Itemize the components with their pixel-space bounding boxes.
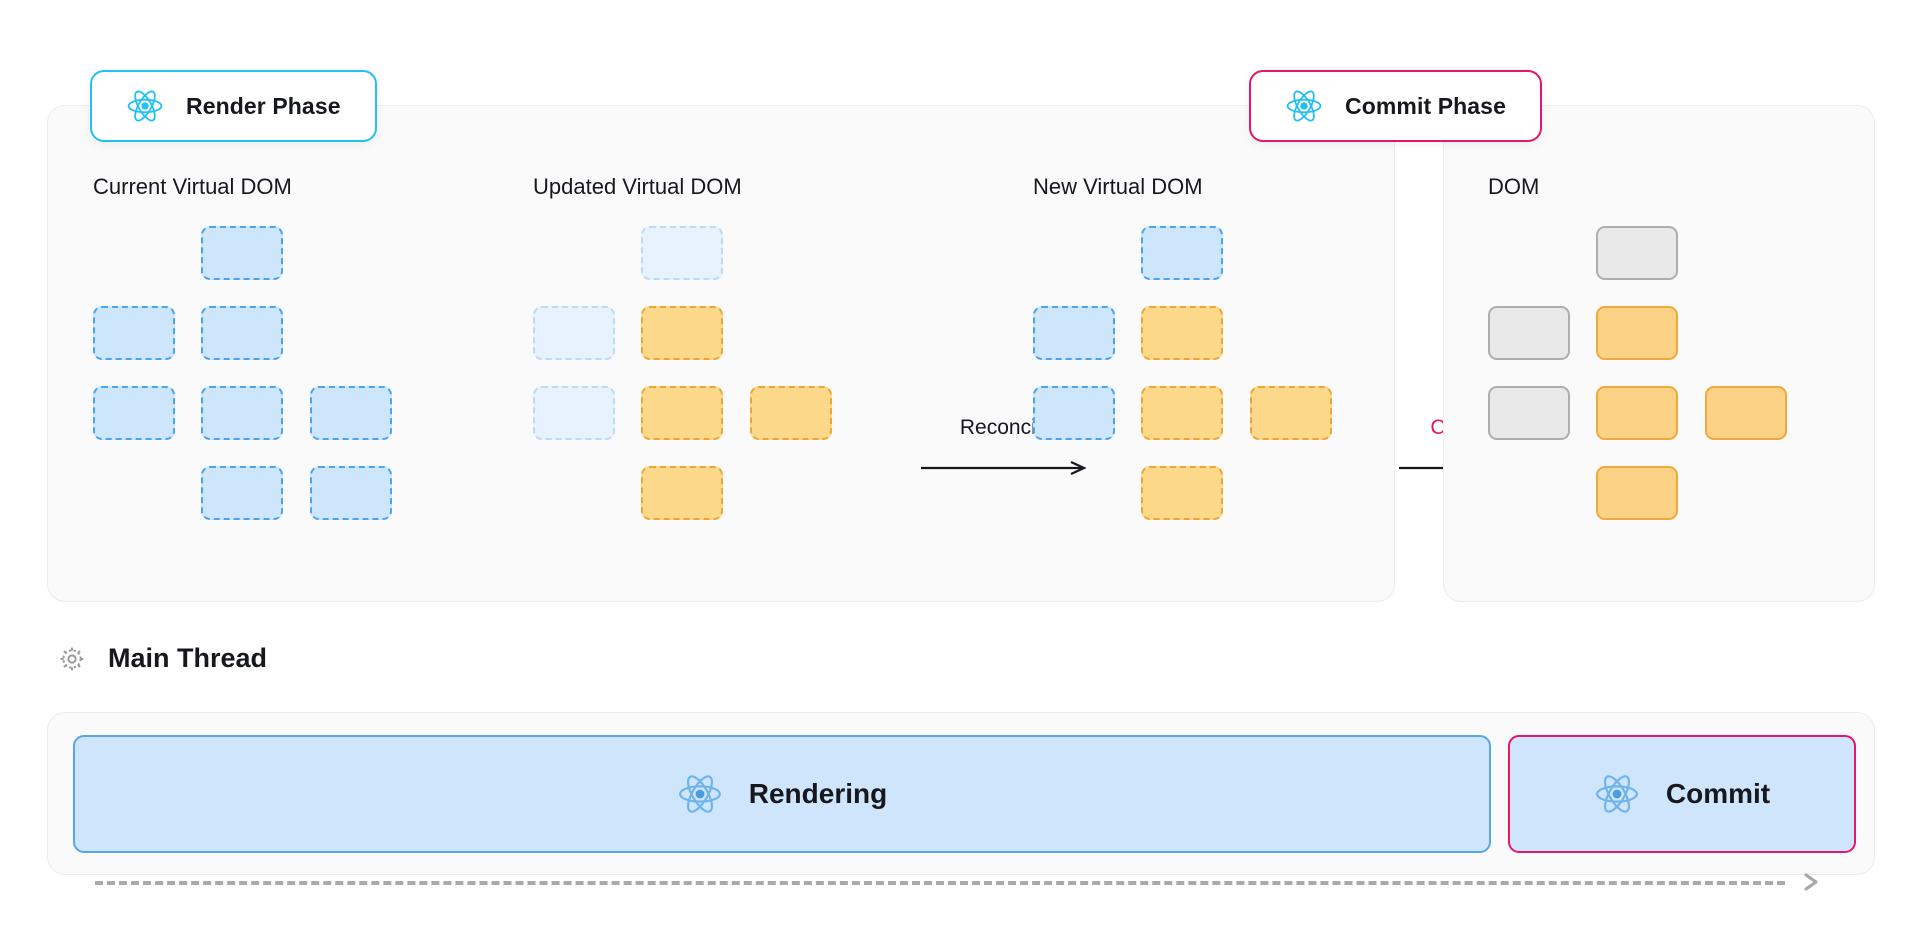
column-title-updated: Updated Virtual DOM xyxy=(533,174,742,199)
timeline-bar-commit[interactable]: Commit xyxy=(1508,735,1856,853)
tree-node xyxy=(1033,386,1115,440)
tree-node xyxy=(201,466,283,520)
column-updated-virtual-dom: Updated Virtual DOM xyxy=(533,106,863,601)
dom-node xyxy=(1488,306,1570,360)
arrow-right-icon xyxy=(921,461,1087,475)
column-title-new: New Virtual DOM xyxy=(1033,174,1203,199)
dom-node xyxy=(1488,386,1570,440)
column-current-virtual-dom: Current Virtual DOM xyxy=(93,106,423,601)
tree-node-updated xyxy=(641,306,723,360)
tree-node-updated xyxy=(1250,386,1332,440)
tree-node xyxy=(93,306,175,360)
commit-phase-badge[interactable]: Commit Phase xyxy=(1249,70,1542,142)
render-phase-label: Render Phase xyxy=(186,92,341,119)
column-title-current: Current Virtual DOM xyxy=(93,174,292,199)
tree-node xyxy=(1141,226,1223,280)
dom-node-updated xyxy=(1705,386,1787,440)
tree-node-updated xyxy=(750,386,832,440)
tree-node-updated xyxy=(641,466,723,520)
commit-phase-label: Commit Phase xyxy=(1345,92,1506,119)
reconcile-arrow-label: Reconcile xyxy=(959,416,1053,439)
timeline-dashed-line xyxy=(95,881,1785,885)
dom-node-updated xyxy=(1596,306,1678,360)
main-thread-header: Main Thread xyxy=(58,643,267,674)
column-new-virtual-dom: New Virtual DOM xyxy=(1033,106,1363,601)
react-logo-icon xyxy=(127,90,163,122)
reconcile-arrow: Reconcile xyxy=(921,416,1091,486)
tree-node-updated xyxy=(1141,386,1223,440)
gear-icon xyxy=(60,647,84,670)
timeline-bar-rendering[interactable]: Rendering xyxy=(73,735,1491,853)
chevron-right-icon xyxy=(1804,873,1818,891)
column-title-dom: DOM xyxy=(1488,174,1540,199)
tree-node-updated xyxy=(641,386,723,440)
dom-node-updated xyxy=(1596,386,1678,440)
tree-new xyxy=(1033,226,1363,556)
tree-node xyxy=(1033,306,1115,360)
react-logo-icon xyxy=(678,775,721,813)
tree-node xyxy=(93,386,175,440)
tree-node xyxy=(533,386,615,440)
main-thread-label: Main Thread xyxy=(108,643,268,673)
react-logo-icon xyxy=(1595,775,1638,813)
tree-node xyxy=(310,386,392,440)
tree-node xyxy=(310,466,392,520)
tree-node xyxy=(201,306,283,360)
render-phase-badge[interactable]: Render Phase xyxy=(90,70,377,142)
dom-node-updated xyxy=(1596,466,1678,520)
commit-bar-label: Commit xyxy=(1665,778,1771,809)
tree-node xyxy=(641,226,723,280)
tree-node-updated xyxy=(1141,306,1223,360)
tree-node-updated xyxy=(1141,466,1223,520)
rendering-bar-label: Rendering xyxy=(748,778,888,809)
render-phase-panel: Current Virtual DOM Updated Virtual DOM xyxy=(47,105,1531,602)
tree-node xyxy=(201,226,283,280)
tree-node xyxy=(533,306,615,360)
tree-current xyxy=(93,226,423,556)
tree-dom xyxy=(1488,226,1818,556)
react-logo-icon xyxy=(1286,90,1322,122)
tree-node xyxy=(201,386,283,440)
tree-updated xyxy=(533,226,863,556)
column-dom: DOM xyxy=(1488,106,1818,601)
dom-node xyxy=(1596,226,1678,280)
commit-phase-panel: DOM xyxy=(1443,105,1875,602)
timeline-axis xyxy=(95,872,1823,892)
main-thread-timeline-panel: Rendering Commit xyxy=(47,712,1875,875)
